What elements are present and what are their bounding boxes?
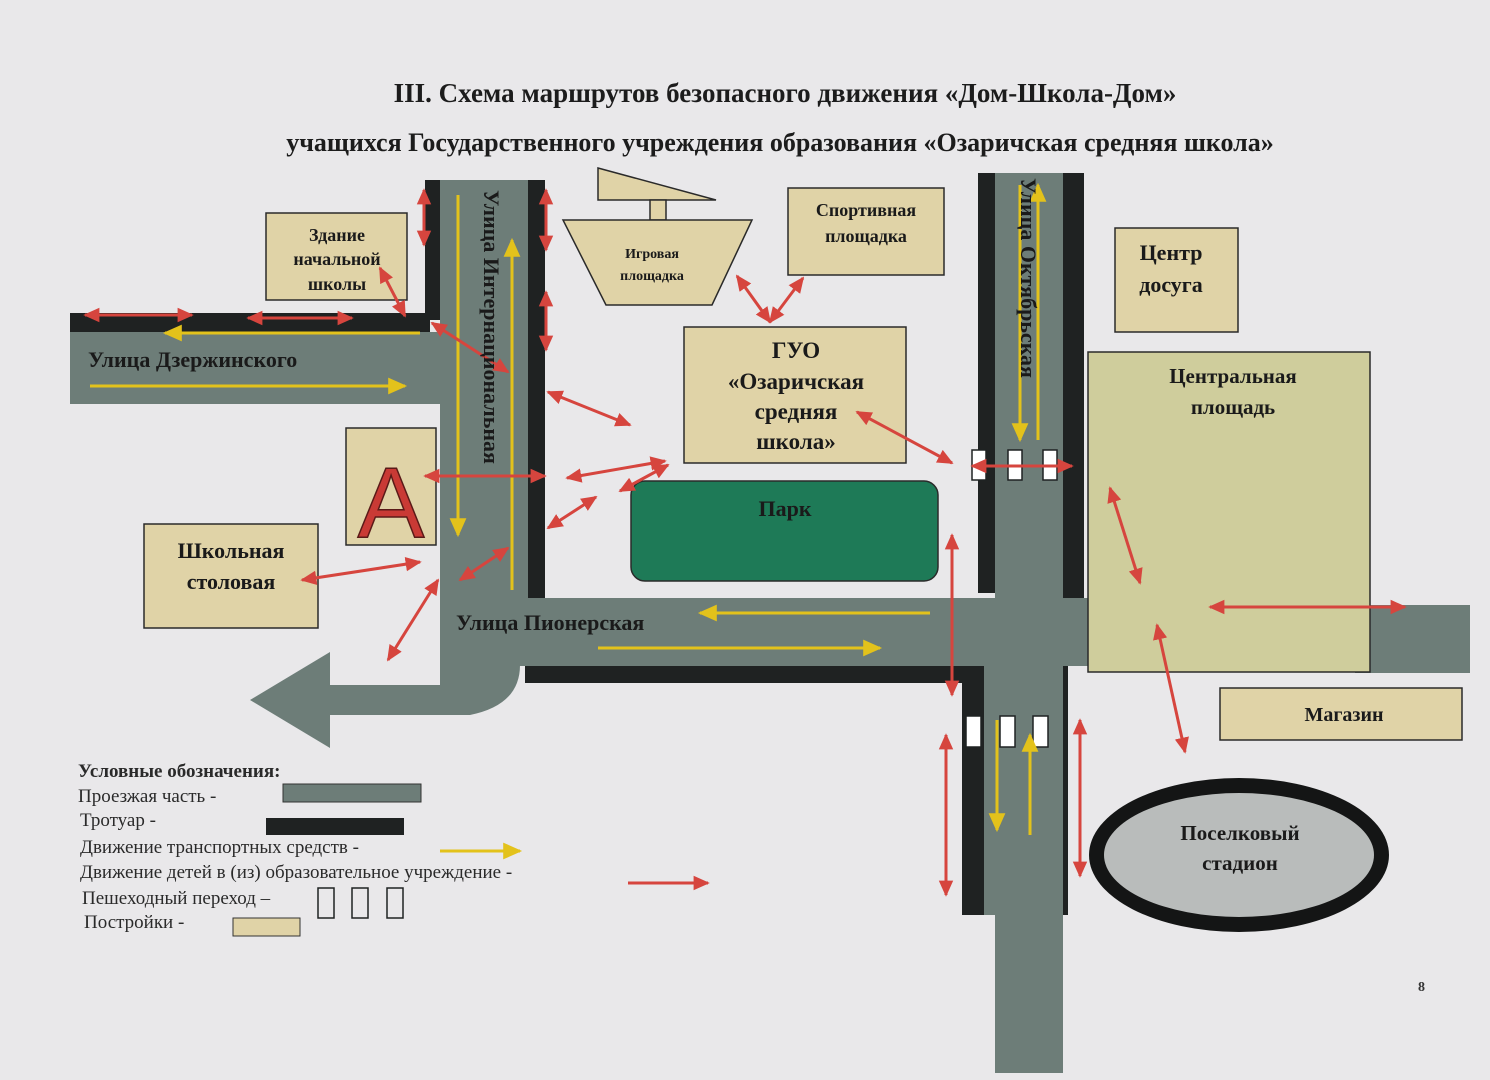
legend-children-label: Движение детей в (из) образовательное уч… <box>80 862 512 883</box>
park-label: Парк <box>758 496 811 521</box>
street-label-pionerskaya: Улица Пионерская <box>456 610 644 635</box>
svg-text:площадка: площадка <box>825 226 907 246</box>
leisure-center-label: Центр досуга <box>1139 240 1203 297</box>
legend-title: Условные обозначения: <box>78 761 280 782</box>
svg-text:«Озаричская: «Озаричская <box>728 369 864 394</box>
svg-text:средняя: средняя <box>755 399 838 424</box>
svg-text:стадион: стадион <box>1202 851 1278 875</box>
svg-text:площадка: площадка <box>620 269 684 284</box>
playground-label: Игровая площадка <box>620 247 684 284</box>
legend-sidewalk-swatch <box>266 818 404 835</box>
bus-stop-icon: A <box>358 447 425 559</box>
svg-text:школы: школы <box>308 274 366 294</box>
legend-crosswalk-label: Пешеходный переход – <box>82 888 271 909</box>
svg-text:Центр: Центр <box>1140 240 1203 265</box>
legend-crosswalk-swatch <box>317 887 404 919</box>
svg-text:Школьная: Школьная <box>178 538 285 563</box>
legend-buildings-label: Постройки - <box>84 912 184 933</box>
school-label: ГУО «Озаричская средняя школа» <box>728 338 864 454</box>
street-label-oktyabrskaya: Улица Октябрьская <box>1016 178 1041 378</box>
children-movement-arrows <box>83 188 1407 897</box>
svg-text:досуга: досуга <box>1139 272 1203 297</box>
svg-text:школа»: школа» <box>756 429 835 454</box>
map-title-line2: учащихся Государственного учреждения обр… <box>286 128 1274 157</box>
legend-roadway-swatch <box>282 783 422 803</box>
street-label-internatsionalnaya: Улица Интернациональная <box>479 190 504 464</box>
svg-text:Игровая: Игровая <box>625 247 679 262</box>
legend-buildings-swatch <box>232 917 301 937</box>
stadium-label: Поселковый стадион <box>1180 821 1299 875</box>
svg-text:Спортивная: Спортивная <box>816 200 916 220</box>
svg-text:Центральная: Центральная <box>1169 364 1297 388</box>
central-square-label: Центральная площадь <box>1169 364 1297 419</box>
svg-text:столовая: столовая <box>187 569 276 594</box>
sports-ground-label: Спортивная площадка <box>816 200 916 246</box>
canteen-label: Школьная столовая <box>178 538 285 594</box>
shop-label: Магазин <box>1304 704 1383 726</box>
primary-school-label: Здание начальной школы <box>293 225 380 294</box>
svg-text:начальной: начальной <box>293 249 380 269</box>
svg-text:Поселковый: Поселковый <box>1180 821 1299 845</box>
page-number: 8 <box>1418 980 1425 995</box>
legend: Условные обозначения: Проезжая часть - Т… <box>78 761 710 937</box>
street-label-dzerzhinskogo: Улица Дзержинского <box>88 347 297 372</box>
legend-sidewalk-label: Тротуар - <box>80 810 156 831</box>
svg-text:площадь: площадь <box>1191 395 1275 419</box>
legend-vehicle-label: Движение транспортных средств - <box>80 837 359 858</box>
svg-text:Здание: Здание <box>309 225 365 245</box>
map-title-line1: III. Схема маршрутов безопасного движени… <box>393 78 1177 108</box>
legend-roadway-label: Проезжая часть - <box>78 786 216 807</box>
buildings <box>143 167 1463 932</box>
svg-text:ГУО: ГУО <box>772 338 820 363</box>
